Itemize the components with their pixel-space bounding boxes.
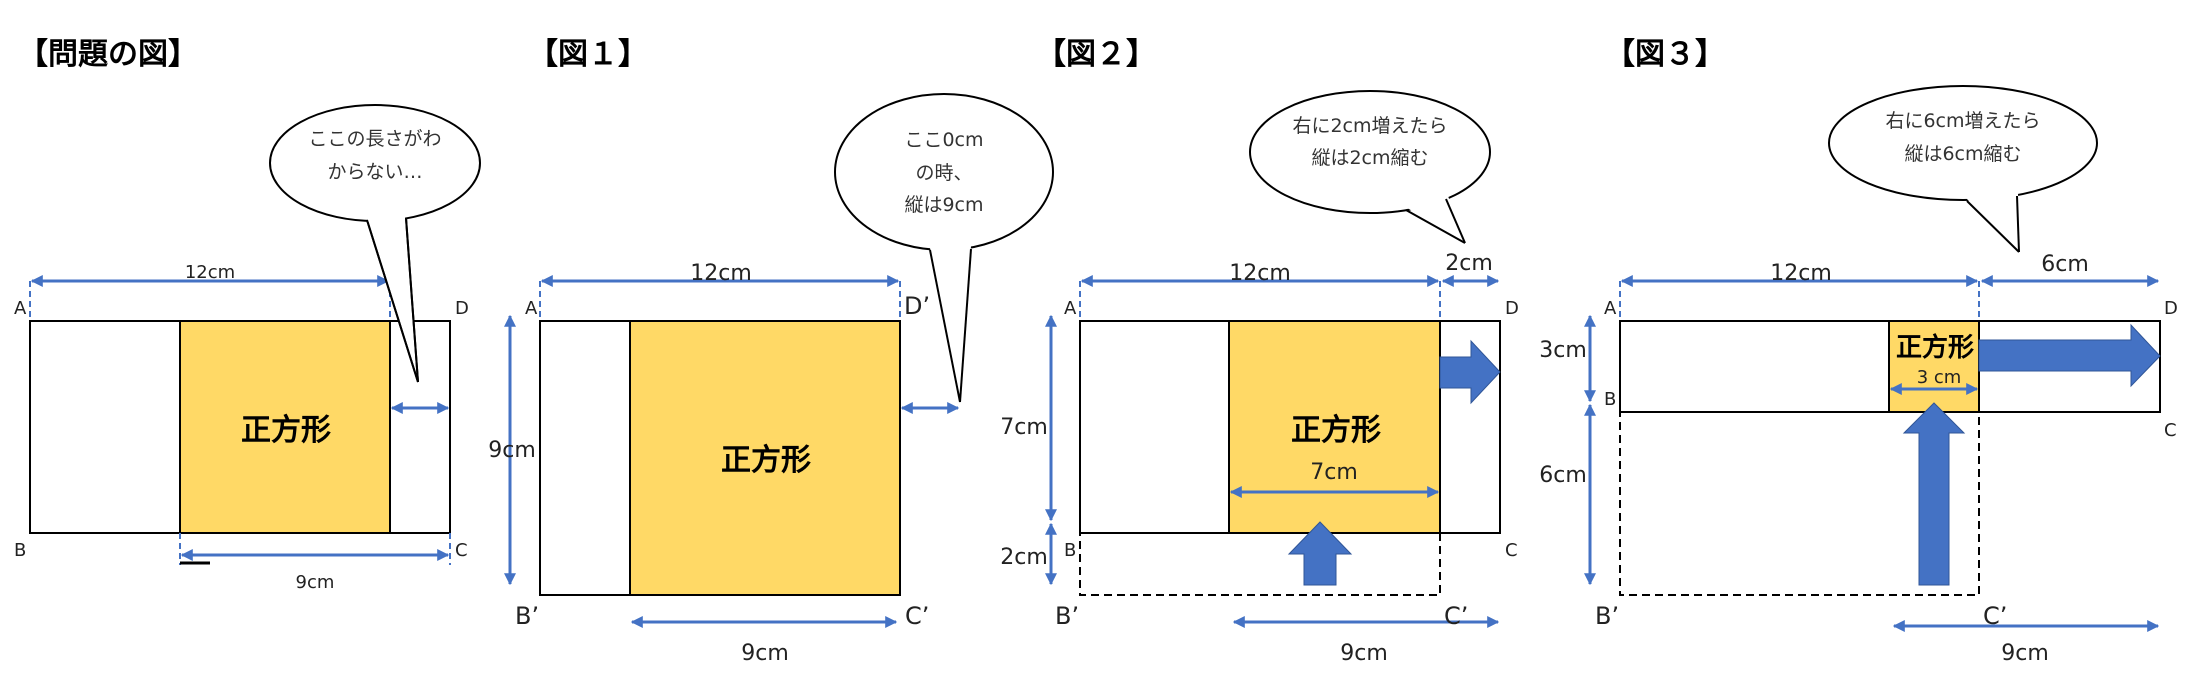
square-label: 正方形 [721,443,811,478]
original-outline [1619,320,1980,596]
problem-figure: 【問題の図】 正方形 12cm 9cm A D B C ここの長さがわ からない… [14,37,481,593]
width-label: 12cm [185,262,235,283]
inner-label: 7cm [1310,460,1358,485]
point-b-prime: B’ [515,602,539,630]
square-shape [629,320,901,596]
width-label: 12cm [690,261,752,286]
inner-label: 3 cm [1917,367,1962,388]
point-d: D [2164,298,2178,319]
balloon-text: の時、 [915,162,972,184]
point-a: A [1064,298,1077,319]
bottom-label: 9cm [741,641,789,666]
point-c: C [1505,540,1518,561]
height-bottom-label: 6cm [1539,463,1587,488]
speech-balloon: 右に2cm増えたら 縦は2cm縮む [1249,90,1491,244]
speech-balloon: ここの長さがわ からない… [269,104,481,383]
width-label: 12cm [1770,261,1832,286]
point-b: B [1604,389,1616,410]
point-d-prime: D’ [904,292,930,320]
balloon-text: ここ0cm [904,129,983,151]
point-c: C [2164,420,2177,441]
up-arrow-icon [1902,402,1966,586]
height-top-label: 3cm [1539,338,1587,363]
figure-1: 【図１】 正方形 12cm 9cm 9cm A D’ B’ C’ ここ0cm の… [488,37,1054,666]
balloon-text: 縦は2cm縮む [1311,147,1428,169]
figure-2: 【図２】 正方形 7cm 12cm 2cm 7cm 2cm 9cm A D B … [1000,37,1519,666]
point-a: A [14,298,27,319]
figure-title: 【図１】 [528,37,648,72]
balloon-text: 右に6cm増えたら [1885,110,2040,132]
point-d: D [1505,298,1519,319]
point-a: A [525,298,538,319]
bottom-label: 9cm [2001,641,2049,666]
point-c-prime: C’ [905,602,929,630]
square-shape [179,320,391,534]
point-c-prime: C’ [1983,602,2007,630]
point-b: B [14,540,26,561]
width-label: 12cm [1229,261,1291,286]
balloon-text: 縦は6cm縮む [1904,143,2021,165]
square-label: 正方形 [1896,332,1974,363]
height-bottom-label: 2cm [1000,545,1048,570]
figure-title: 【問題の図】 [18,37,198,72]
speech-balloon: ここ0cm の時、 縦は9cm [834,93,1054,403]
figure-title: 【図２】 [1036,37,1156,72]
right-arrow-icon [1978,323,2161,388]
height-label: 9cm [488,438,536,463]
point-b-prime: B’ [1055,602,1079,630]
figure-title: 【図３】 [1605,37,1725,72]
balloon-text: からない… [327,161,422,183]
speech-balloon: 右に6cm増えたら 縦は6cm縮む [1828,85,2098,253]
point-a: A [1604,298,1617,319]
square-label: 正方形 [241,413,331,448]
balloon-text: ここの長さがわ [308,128,441,150]
bottom-label: 9cm [296,572,335,593]
balloon-text: 右に2cm増えたら [1292,115,1447,137]
point-b-prime: B’ [1595,602,1619,630]
right-arrow-icon [1439,339,1501,405]
extra-label: 2cm [1445,251,1493,276]
point-c-prime: C’ [1444,602,1468,630]
bottom-label: 9cm [1340,641,1388,666]
square-label: 正方形 [1291,413,1381,448]
point-b: B [1064,540,1076,561]
balloon-body [1249,90,1491,214]
extra-label: 6cm [2041,252,2089,277]
point-c: C [455,540,468,561]
square-shape [1888,320,1980,413]
balloon-body [1828,85,2098,201]
up-arrow-icon [1287,521,1353,586]
balloon-text: 縦は9cm [904,194,983,216]
height-top-label: 7cm [1000,415,1048,440]
figure-3: 【図３】 正方形 3 cm 12cm 6cm 3cm 6cm 9cm A D B… [1539,37,2178,666]
point-d: D [455,298,469,319]
